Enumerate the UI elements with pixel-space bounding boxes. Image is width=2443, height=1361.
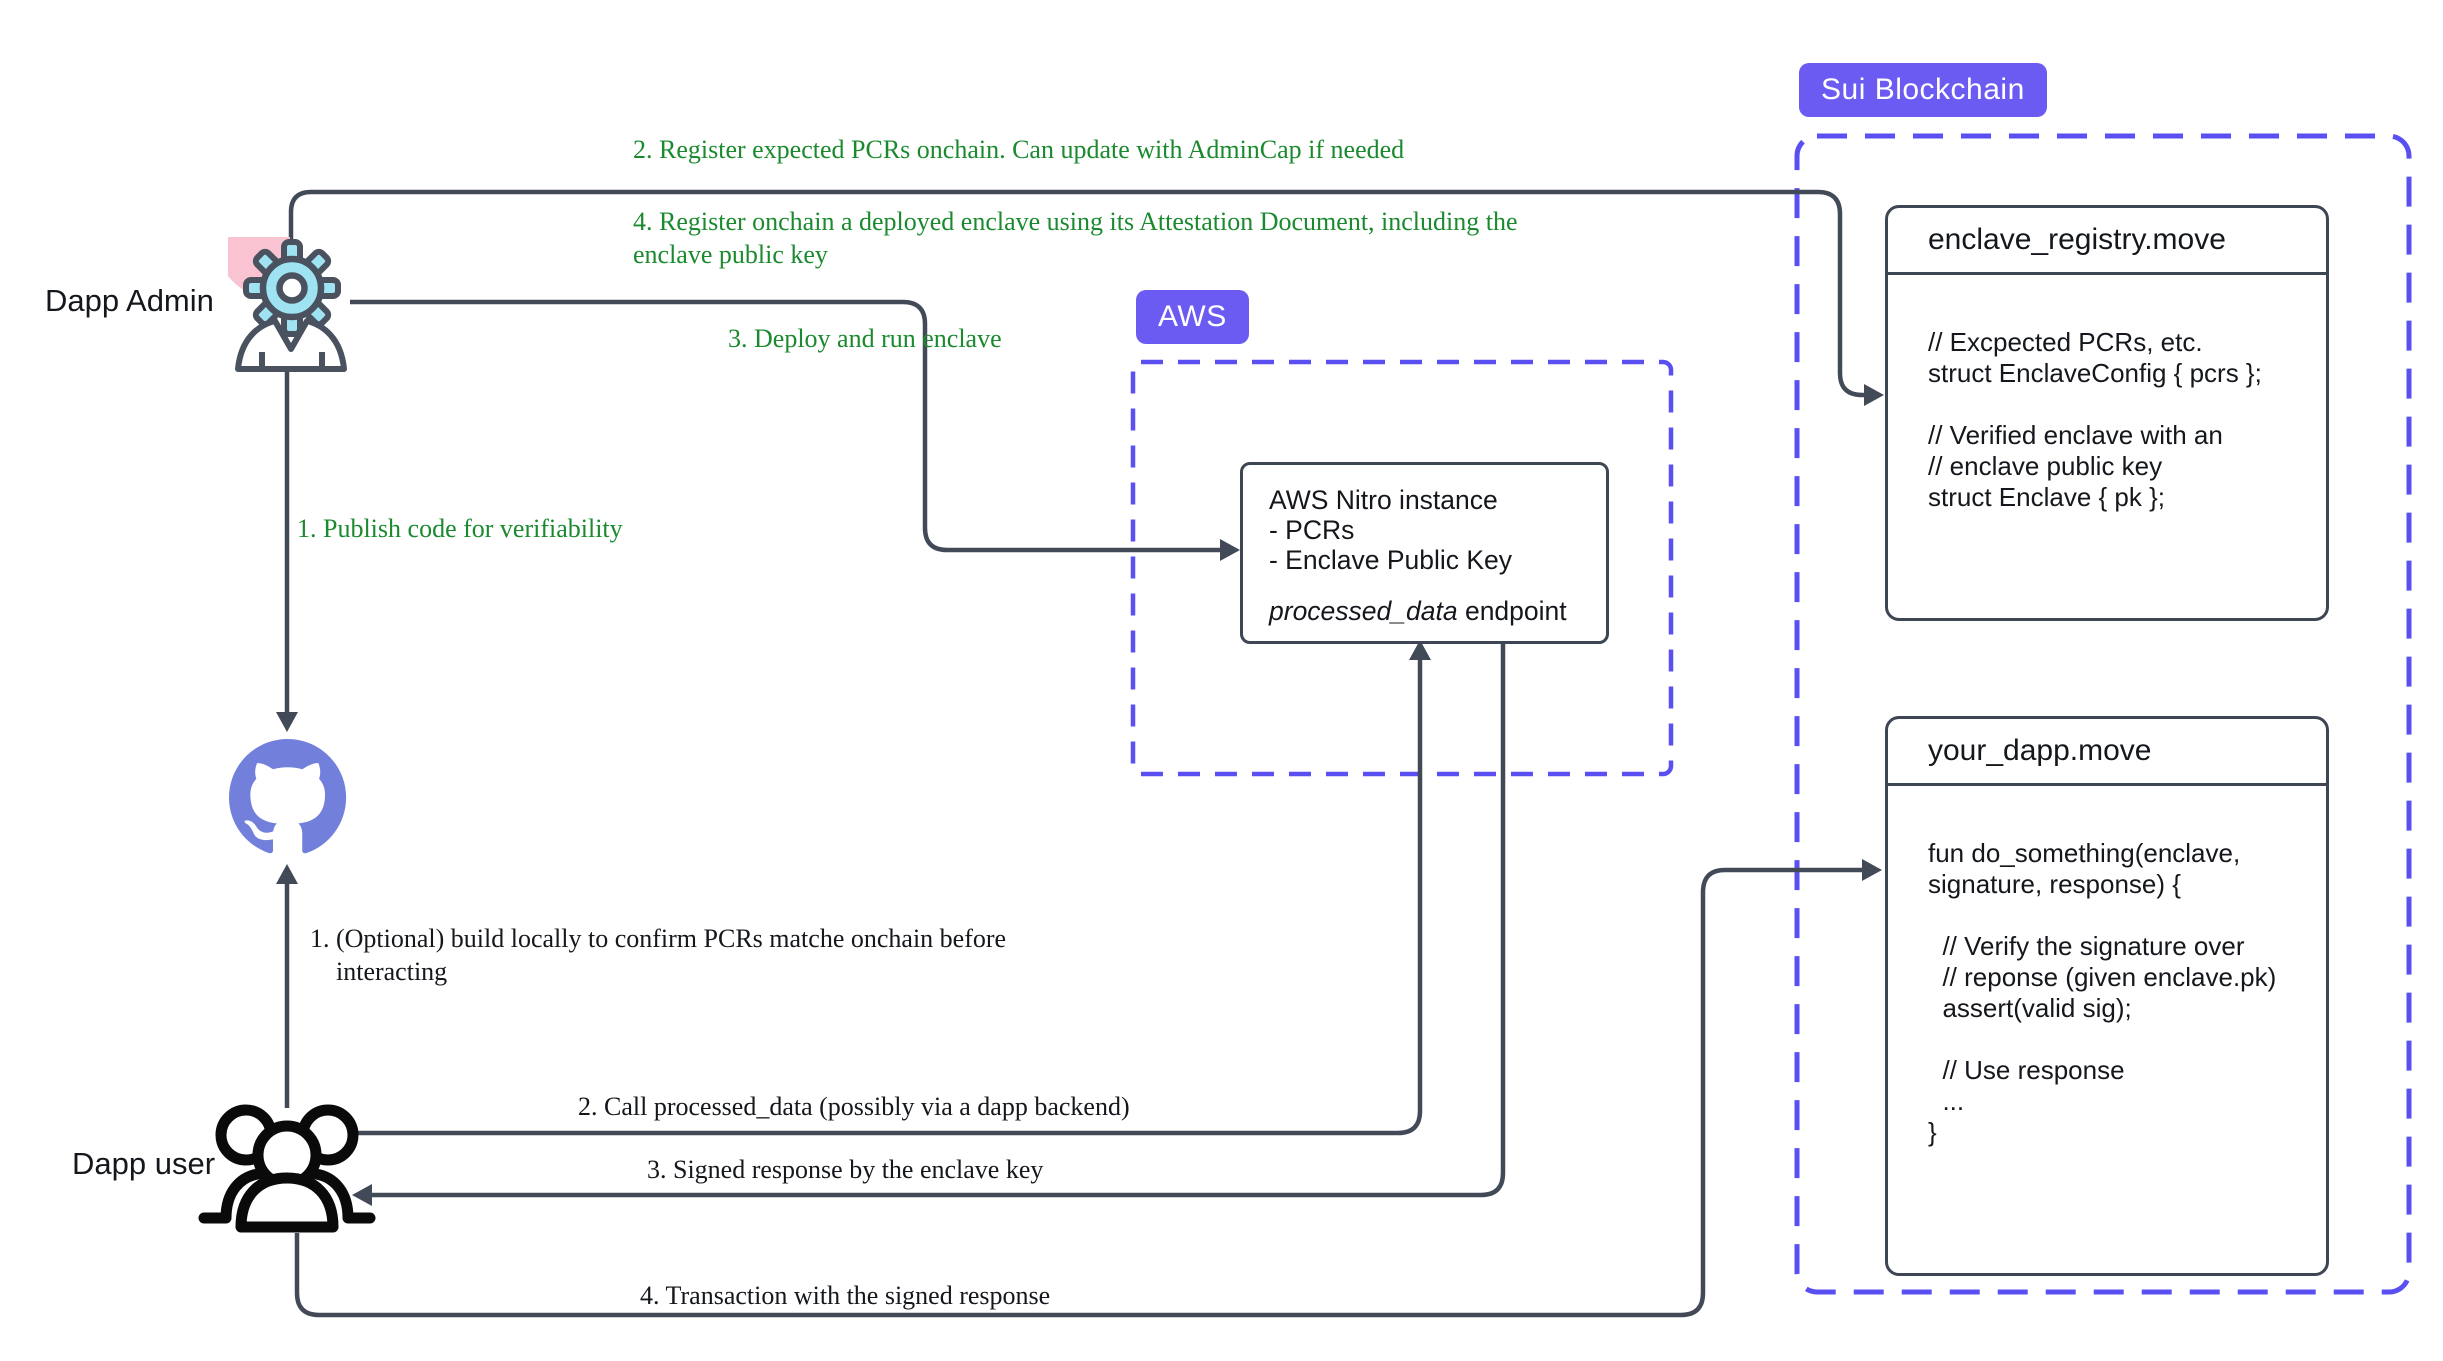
admin-label: Dapp Admin — [45, 283, 214, 318]
your-dapp-code: fun do_something(enclave, signature, res… — [1928, 838, 2277, 1147]
note-user-step3: 3. Signed response by the enclave key — [647, 1155, 1044, 1184]
arrowhead-into-nitro — [1220, 539, 1240, 561]
note-admin-step1: 1. Publish code for verifiability — [297, 514, 623, 543]
note-admin-step3: 3. Deploy and run enclave — [728, 324, 1002, 353]
arrowhead-into-github-top — [276, 712, 298, 732]
your-dapp-title: your_dapp.move — [1888, 719, 2326, 786]
wire-call-processed-data — [350, 658, 1423, 1136]
aws-nitro-instance-panel: AWS Nitro instance - PCRs - Enclave Publ… — [1240, 462, 1609, 644]
arrowhead-into-user — [352, 1184, 372, 1206]
endpoint-name: processed_data — [1269, 596, 1458, 626]
wire-transaction — [294, 867, 1862, 1318]
note-user-step1: 1. (Optional) build locally to confirm P… — [310, 924, 1007, 986]
admin-gear-icon — [243, 239, 341, 337]
note-admin-step4: 4. Register onchain a deployed enclave u… — [633, 207, 1518, 269]
enclave-registry-panel: enclave_registry.move // Excpected PCRs,… — [1885, 205, 2329, 621]
arrowhead-into-endpoint — [1409, 640, 1431, 660]
admin-icon — [228, 237, 347, 372]
aws-badge: AWS — [1136, 290, 1249, 344]
note-user-step4: 4. Transaction with the signed response — [640, 1281, 1051, 1310]
aws-dashed-container — [1130, 359, 1674, 777]
note-user-step2: 2. Call processed_data (possibly via a d… — [578, 1092, 1130, 1121]
arrowhead-into-registry — [1864, 384, 1884, 406]
enclave-registry-title: enclave_registry.move — [1888, 208, 2326, 275]
endpoint-suffix: endpoint — [1457, 596, 1567, 626]
your-dapp-panel: your_dapp.move fun do_something(enclave,… — [1885, 716, 2329, 1276]
arrowhead-into-github-bottom — [276, 864, 298, 884]
user-label: Dapp user — [72, 1146, 216, 1181]
wire-signed-response — [370, 638, 1506, 1198]
nitro-body-text: AWS Nitro instance - PCRs - Enclave Publ… — [1269, 485, 1513, 575]
wire-deploy-enclave — [350, 299, 1221, 553]
sui-blockchain-badge: Sui Blockchain — [1799, 63, 2047, 117]
sui-blockchain-dashed-container — [1794, 133, 2412, 1295]
enclave-registry-code: // Excpected PCRs, etc. struct EnclaveCo… — [1928, 327, 2262, 512]
note-admin-step2: 2. Register expected PCRs onchain. Can u… — [633, 135, 1405, 164]
users-group-icon — [198, 1104, 376, 1233]
admin-person-icon — [235, 318, 347, 372]
nitro-endpoint-text: processed_data endpoint — [1269, 596, 1567, 627]
wire-register-pcrs — [288, 189, 1866, 398]
github-icon — [229, 739, 347, 854]
arrowhead-into-dapp — [1862, 859, 1882, 881]
